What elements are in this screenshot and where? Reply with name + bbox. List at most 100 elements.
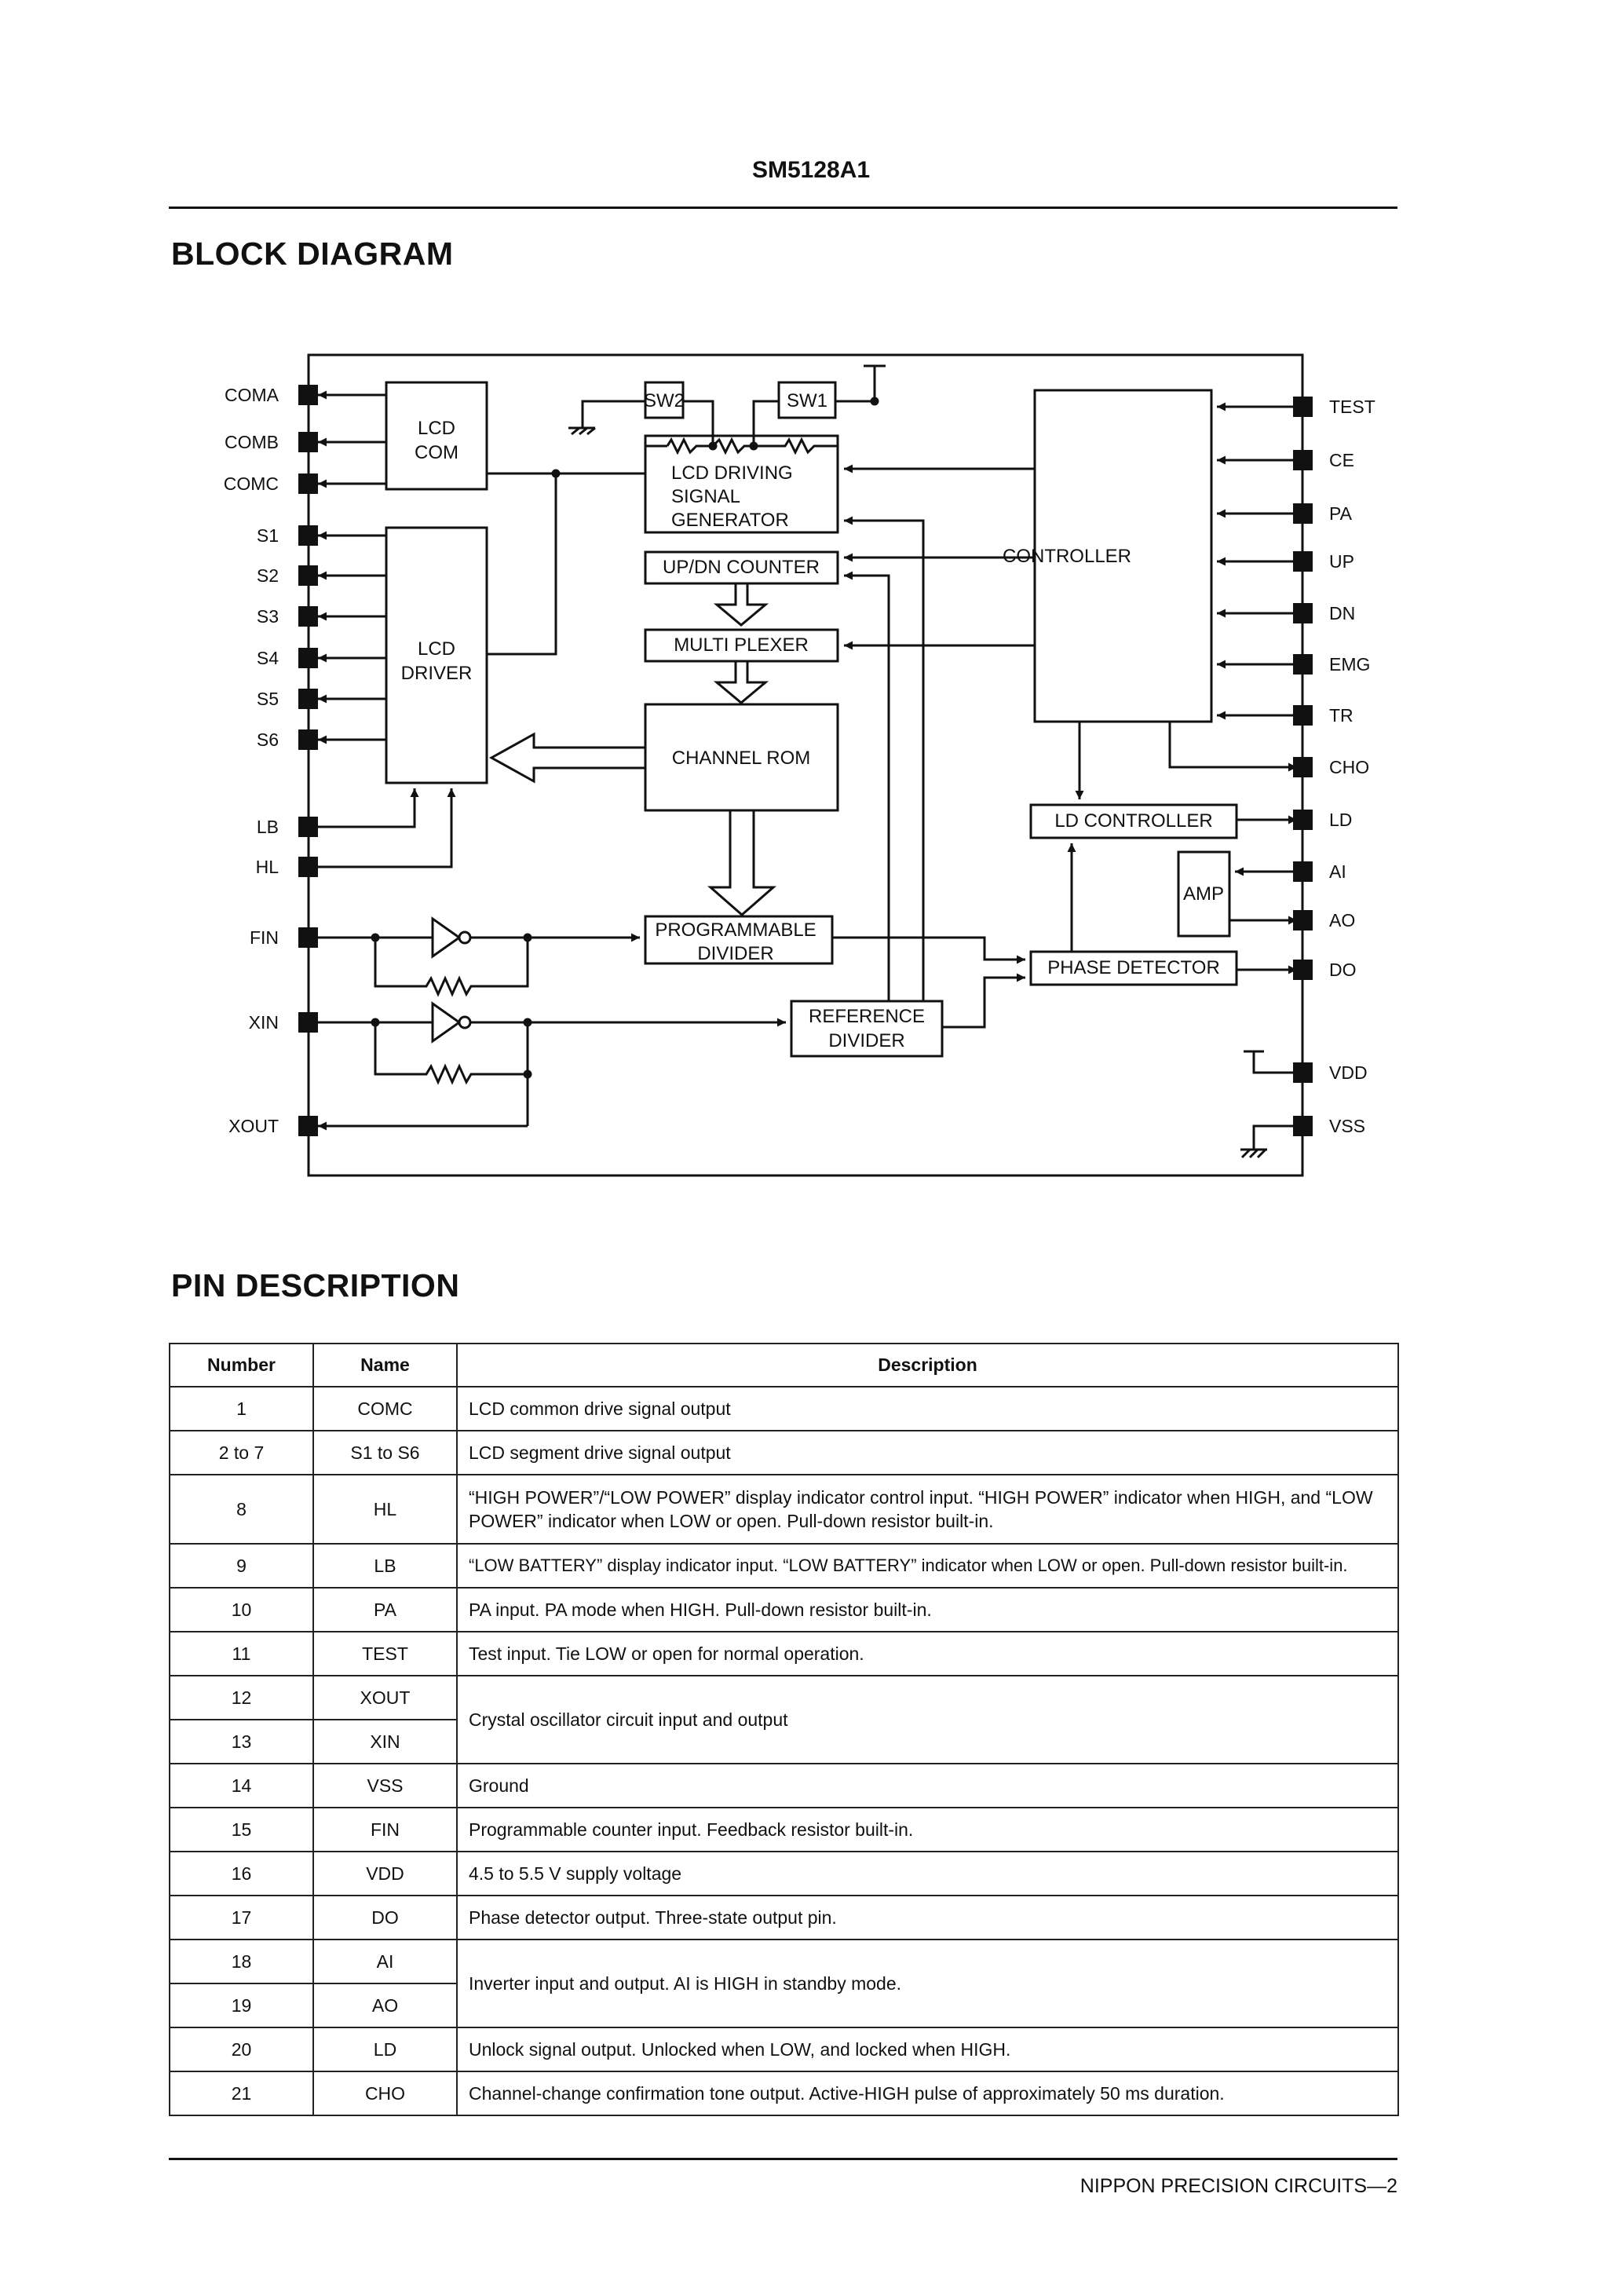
pin-name: COMC [312,1386,458,1431]
table-row: 13 XIN [169,1719,1398,1764]
pin-number: 11 [169,1631,314,1676]
pin-s4 [298,648,318,668]
pin-ce [1293,450,1313,470]
pin-xin [298,1012,318,1033]
pin-label-s1: S1 [257,525,279,546]
pin-number: 16 [169,1851,314,1896]
pin-label-vss: VSS [1329,1116,1365,1136]
pin-description: LCD common drive signal output [456,1386,1399,1431]
programmable-divider-label-2: DIVIDER [697,943,773,964]
pin-description: Unlock signal output. Unlocked when LOW,… [456,2027,1399,2072]
pin-number: 19 [169,1983,314,2028]
pin-up [1293,551,1313,572]
table-row: 12 XOUT Crystal oscillator circuit input… [169,1675,1399,1764]
pin-name: TEST [312,1631,458,1676]
pin-comc [298,473,318,494]
pin-number: 2 to 7 [169,1430,314,1475]
pin-label-cho: CHO [1329,757,1369,777]
pin-pa [1293,503,1313,524]
pin-cho [1293,757,1313,777]
pin-description: “HIGH POWER”/“LOW POWER” display indicat… [456,1474,1399,1545]
pin-label-ao: AO [1329,910,1355,930]
pin-label-s4: S4 [257,648,279,668]
pin-name: S1 to S6 [312,1430,458,1475]
column-header-description: Description [456,1343,1399,1387]
pin-description: Channel-change confirmation tone output.… [456,2071,1399,2116]
pin-number: 13 [169,1719,314,1764]
table-row: 10 PA PA input. PA mode when HIGH. Pull-… [169,1587,1399,1632]
block-diagram: COMA COMB COMC S1 S2 S3 S4 S5 S6 LB HL F… [224,353,1375,1177]
pin-description: Ground [456,1763,1399,1808]
pin-label-dn: DN [1329,603,1355,623]
pin-description: LCD segment drive signal output [456,1430,1399,1475]
pin-name: XIN [312,1719,458,1764]
updn-counter-label: UP/DN COUNTER [663,557,820,578]
pin-label-xin: XIN [249,1012,279,1033]
pin-number: 20 [169,2027,314,2072]
pin-description: Inverter input and output. AI is HIGH in… [456,1939,1399,2028]
pin-name: HL [312,1474,458,1545]
ld-controller-label: LD CONTROLLER [1054,810,1212,832]
column-header-number: Number [169,1343,314,1387]
pin-s6 [298,729,318,750]
pin-number: 12 [169,1675,314,1720]
pin-description: Test input. Tie LOW or open for normal o… [456,1631,1399,1676]
pin-s3 [298,606,318,627]
table-row: 19 AO [169,1983,1398,2028]
programmable-divider-label-1: PROGRAMMABLE [655,919,816,941]
pin-description-heading: PIN DESCRIPTION [171,1267,460,1303]
pin-name: LB [312,1543,458,1589]
lcd-driver-label-1: LCD [418,638,455,660]
pin-number: 18 [169,1939,314,1984]
pin-name: FIN [312,1807,458,1852]
table-row: 9 LB “LOW BATTERY” display indicator inp… [169,1543,1399,1589]
pin-name: DO [312,1895,458,1940]
amp-block [1177,850,1231,938]
channel-rom-label: CHANNEL ROM [672,748,810,769]
pin-name: PA [312,1587,458,1632]
table-row: 2 to 7 S1 to S6 LCD segment drive signal… [169,1430,1399,1475]
pin-label-xout: XOUT [228,1116,279,1136]
lcd-com-label-2: COM [415,442,458,463]
pin-number: 17 [169,1895,314,1940]
pin-vdd [1293,1062,1313,1083]
pin-label-s2: S2 [257,565,279,586]
pin-label-ai: AI [1329,861,1346,882]
pin-label-ce: CE [1329,450,1354,470]
reference-divider-label-1: REFERENCE [809,1006,925,1027]
reference-divider-block [790,1000,944,1058]
pin-xout [298,1116,318,1136]
pin-label-test: TEST [1329,397,1375,417]
table-row: 21 CHO Channel-change confirmation tone … [169,2071,1399,2116]
pin-number: 14 [169,1763,314,1808]
footer-rule [169,2158,1397,2160]
sw1-label: SW1 [787,390,827,411]
pin-label-hl: HL [256,857,279,877]
pin-label-tr: TR [1329,705,1353,726]
pin-number: 8 [169,1474,314,1545]
pin-s5 [298,689,318,709]
amp-label: AMP [1183,883,1224,905]
pin-label-pa: PA [1329,503,1353,524]
pin-ai [1293,861,1313,882]
table-row: 11 TEST Test input. Tie LOW or open for … [169,1631,1399,1676]
controller-block [1033,389,1213,723]
lcd-com-label-1: LCD [418,418,455,439]
table-row: 20 LD Unlock signal output. Unlocked whe… [169,2027,1399,2072]
table-row: 8 HL “HIGH POWER”/“LOW POWER” display in… [169,1474,1399,1545]
pin-lb [298,817,318,837]
pin-s2 [298,565,318,586]
table-row: 15 FIN Programmable counter input. Feedb… [169,1807,1399,1852]
lcd-driving-signal-label-2: SIGNAL [671,486,740,507]
pin-label-fin: FIN [250,927,279,948]
pin-description: Crystal oscillator circuit input and out… [456,1675,1399,1764]
pin-dn [1293,603,1313,623]
pin-label-s3: S3 [257,606,279,627]
pin-do [1293,960,1313,980]
pin-description: Programmable counter input. Feedback res… [456,1807,1399,1852]
pin-fin [298,927,318,948]
pin-comb [298,432,318,452]
phase-detector-label: PHASE DETECTOR [1047,957,1220,978]
table-row: 14 VSS Ground [169,1763,1399,1808]
block-diagram-heading: BLOCK DIAGRAM [171,236,454,272]
